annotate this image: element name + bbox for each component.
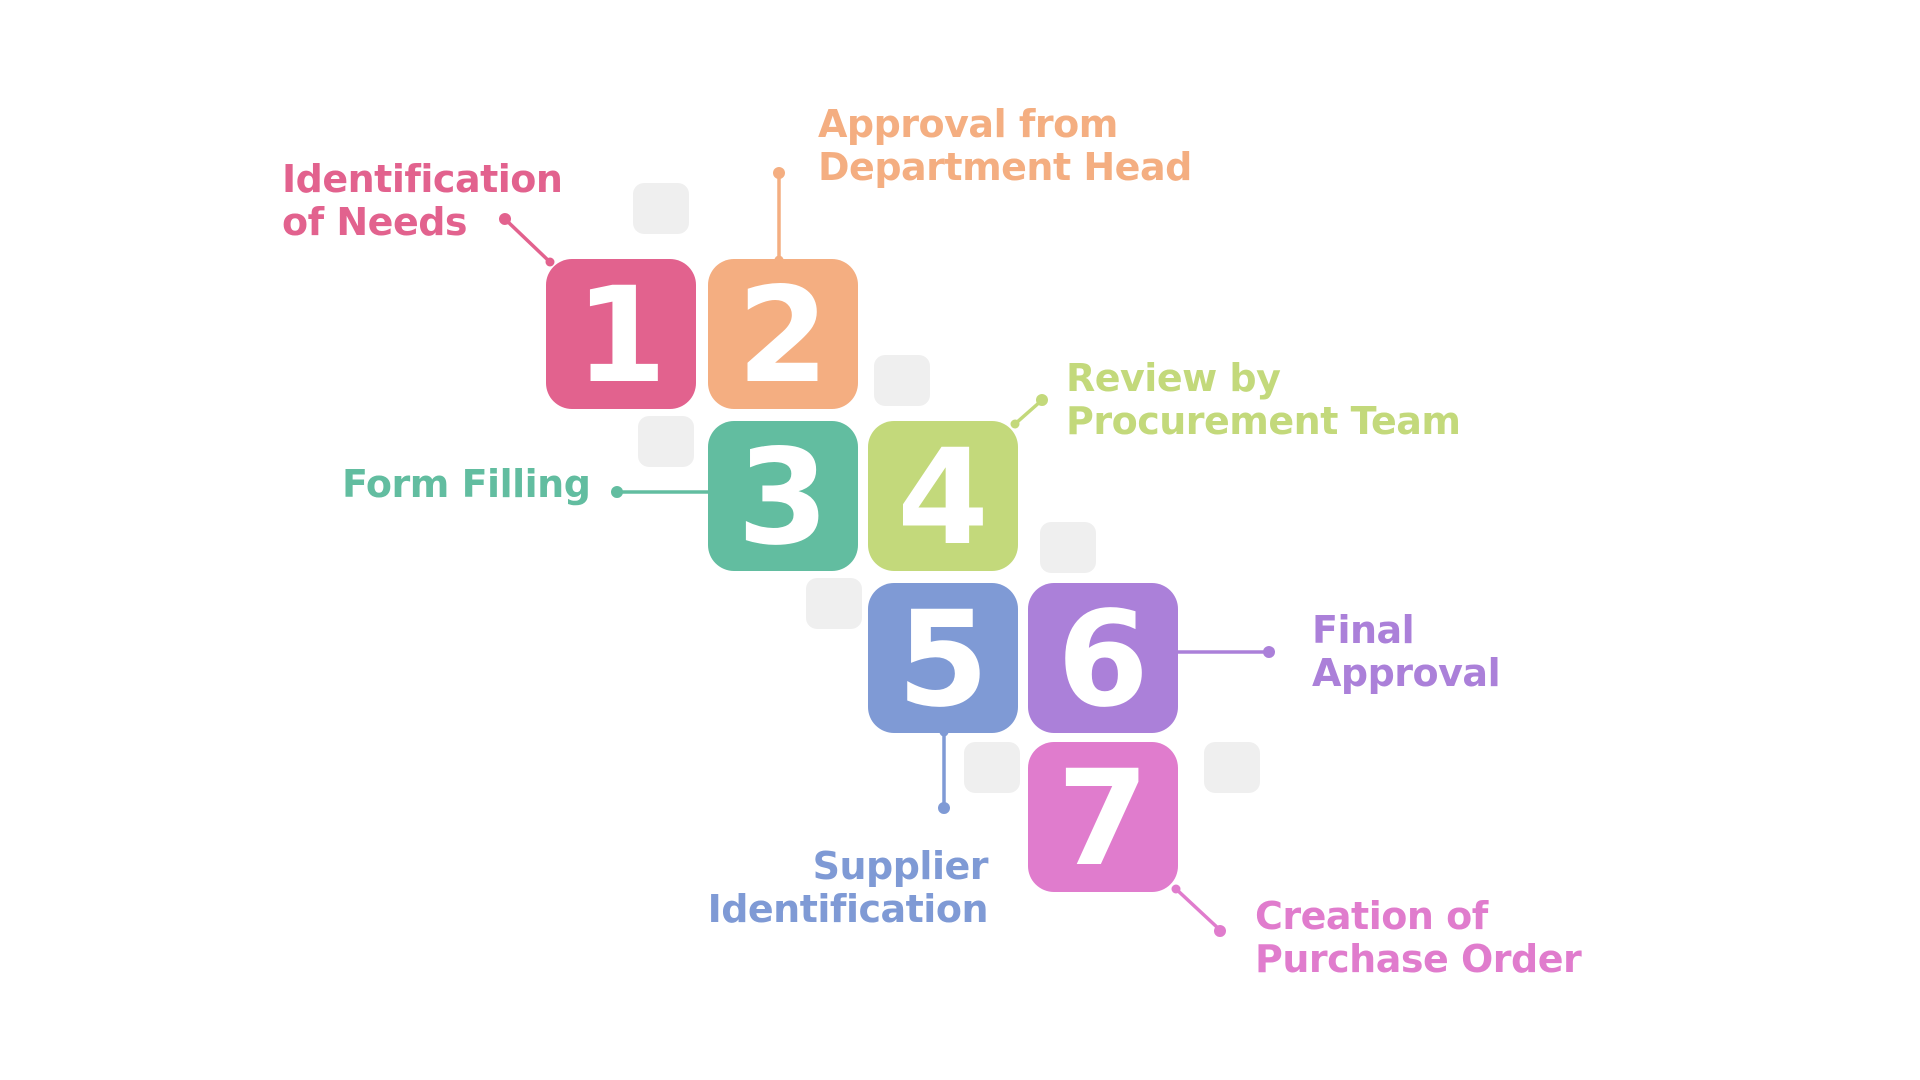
step-6-label: Final Approval — [1312, 608, 1501, 695]
step-2-number: 2 — [737, 259, 829, 413]
step-7-label-line-1: Creation of — [1255, 894, 1488, 938]
step-5-label-line-2: Identification — [707, 887, 989, 931]
step-3-connector-dot — [611, 486, 623, 498]
step-7-number: 7 — [1057, 742, 1149, 896]
decor-square — [638, 416, 694, 467]
step-5-label-line-1: Supplier — [812, 844, 989, 888]
step-1-square: 1 — [546, 259, 696, 409]
step-7-connector-joint — [1171, 884, 1181, 894]
step-6-label-line-1: Final — [1312, 608, 1415, 652]
step-7-label: Creation of Purchase Order — [1255, 894, 1582, 981]
step-6-connector-dot — [1263, 646, 1275, 658]
step-1-label-line-1: Identification — [282, 157, 563, 201]
step-7-connector-dot — [1214, 925, 1226, 937]
step-3-square: 3 — [708, 421, 858, 571]
step-5-square: 5 — [868, 583, 1018, 733]
step-3-label-line-1: Form Filling — [342, 462, 591, 506]
step-2-label: Approval from Department Head — [818, 103, 1192, 189]
step-3-number: 3 — [737, 421, 829, 575]
step-4-label-line-1: Review by — [1066, 356, 1281, 400]
step-2-label-line-2: Department Head — [818, 145, 1192, 189]
decor-square — [1204, 742, 1260, 793]
step-2-label-line-1: Approval from — [818, 102, 1118, 146]
step-5-connector-dot — [938, 802, 950, 814]
step-5-label: Supplier Identification — [707, 844, 989, 931]
decor-square — [1040, 522, 1096, 573]
step-1-label-line-2: of Needs — [282, 200, 468, 244]
step-6-label-line-2: Approval — [1312, 651, 1501, 695]
step-1-label: Identification of Needs — [282, 157, 563, 244]
step-4-connector-line — [1013, 399, 1043, 426]
step-4-connector-joint — [1010, 419, 1020, 429]
step-6-number: 6 — [1057, 583, 1149, 737]
step-7-connector-line — [1174, 887, 1221, 931]
decor-square — [806, 578, 862, 629]
step-3-label: Form Filling — [342, 462, 591, 506]
step-4-label-line-2: Procurement Team — [1066, 399, 1461, 443]
step-2-square: 2 — [708, 259, 858, 409]
step-4-label: Review by Procurement Team — [1066, 357, 1461, 443]
step-7-label-line-2: Purchase Order — [1255, 937, 1582, 981]
step-4-number: 4 — [897, 421, 989, 575]
decor-square — [874, 355, 930, 406]
step-7-square: 7 — [1028, 742, 1178, 892]
step-6-square: 6 — [1028, 583, 1178, 733]
decor-square — [964, 742, 1020, 793]
decor-square — [633, 183, 689, 234]
step-1-number: 1 — [575, 259, 667, 413]
step-5-number: 5 — [897, 583, 989, 737]
step-4-square: 4 — [868, 421, 1018, 571]
step-4-connector-dot — [1036, 394, 1048, 406]
step-2-connector-dot — [773, 167, 785, 179]
